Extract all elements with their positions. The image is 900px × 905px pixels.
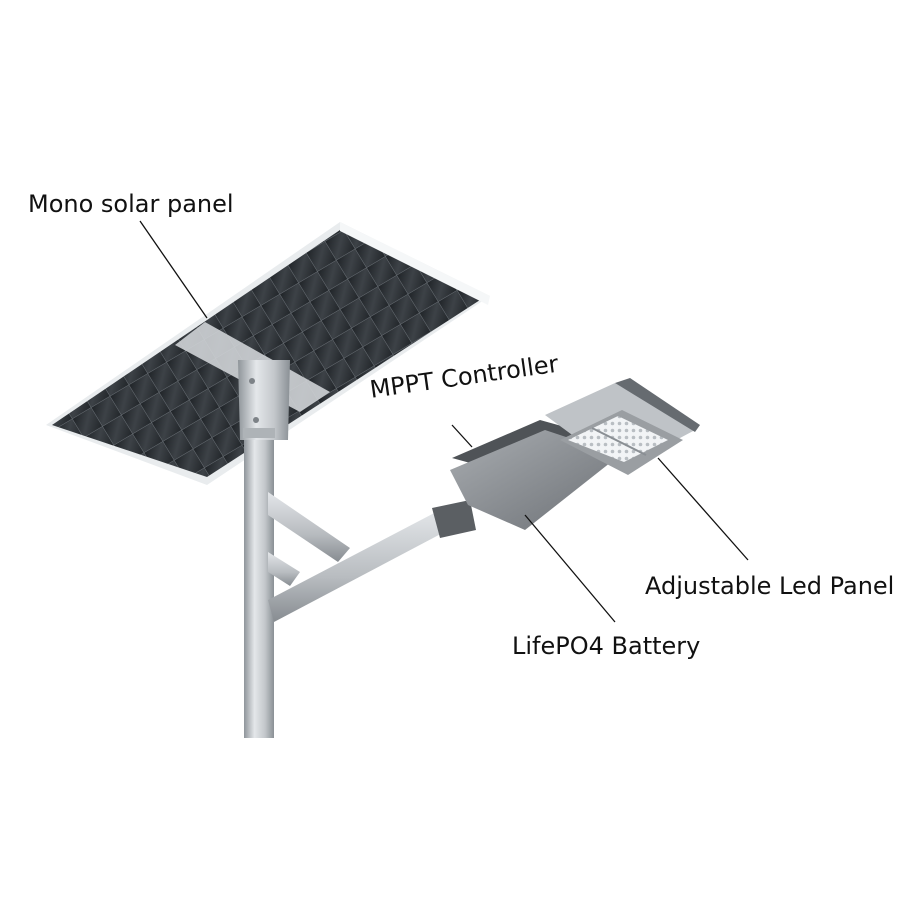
arm-clamp	[432, 500, 476, 538]
callout-line-solar	[139, 220, 208, 319]
label-lifepo4-battery: LifePO4 Battery	[512, 632, 701, 660]
callout-lines	[139, 220, 749, 623]
arm-brace-lower	[268, 552, 300, 586]
battery-housing	[450, 430, 620, 530]
label-adjustable-led-panel: Adjustable Led Panel	[645, 572, 895, 600]
callout-line-battery	[524, 514, 616, 623]
callout-line-mppt	[451, 424, 473, 448]
led-array	[568, 416, 668, 462]
arm-brace-upper	[268, 492, 350, 562]
label-mono-solar-panel: Mono solar panel	[28, 190, 234, 218]
arm-main	[268, 510, 452, 622]
lamp-arm	[268, 492, 476, 622]
callout-line-led	[657, 457, 749, 561]
lamp-head	[450, 378, 700, 530]
solar-panel-cells	[52, 230, 480, 477]
light-pole	[238, 360, 290, 738]
